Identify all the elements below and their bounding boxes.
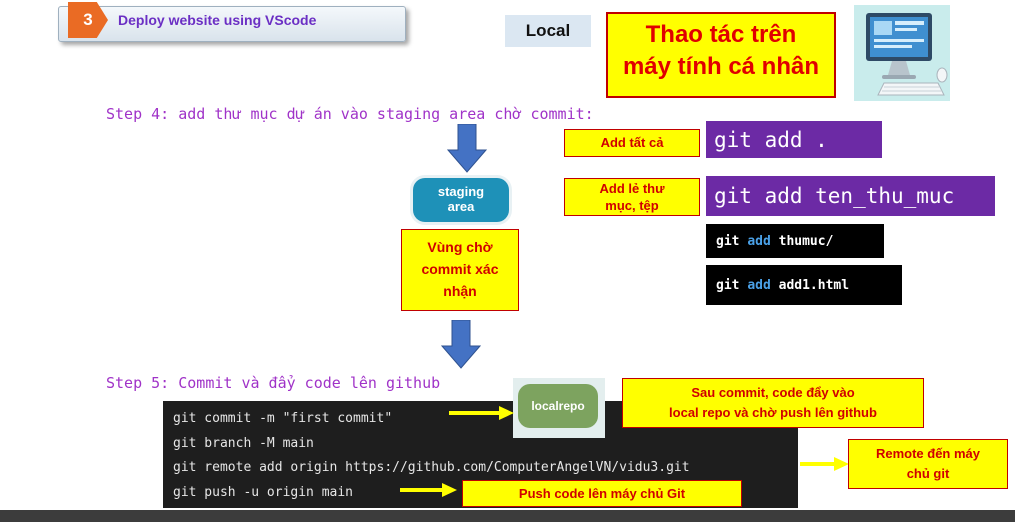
note-line-1: Thao tác trên (645, 21, 797, 48)
header-title: Deploy website using VScode (118, 12, 317, 28)
example-add-file: git add add1.html (706, 265, 902, 305)
local-label: Local (505, 15, 591, 47)
step-5-text: Step 5: Commit và đẩy code lên github (106, 374, 441, 392)
add-single-label-line-1: Add lẻ thư (599, 181, 665, 196)
code-line: git branch -M main (173, 435, 314, 451)
staging-area-node: staging area (413, 178, 509, 222)
staging-line-2: area (447, 199, 475, 214)
remote-note-line-2: chủ git (906, 466, 950, 481)
remote-note-line-1: Remote đến máy (875, 446, 981, 461)
staging-line-1: staging (437, 184, 485, 200)
localrepo-node: localrepo (518, 384, 598, 428)
git-add-folder-command: git add ten_thu_muc (706, 176, 995, 216)
personal-computer-note: Thao tác trên máy tính cá nhân (606, 12, 836, 98)
commit-note-line-1: Sau commit, code đẩy vào (691, 385, 855, 400)
note-line-2: máy tính cá nhân (622, 53, 820, 81)
down-arrow-icon (446, 123, 488, 179)
staging-note-line-3: nhận (443, 283, 477, 299)
example-add-keyword: add (747, 233, 771, 249)
code-line: git commit -m "first commit" (173, 411, 393, 426)
staging-area-note: Vùng chờ commit xác nhận (401, 229, 519, 311)
example-arg: add1.html (778, 277, 850, 293)
example-arg: thumuc/ (778, 233, 834, 249)
example-git: git (716, 233, 740, 249)
right-arrow-icon (400, 482, 458, 503)
example-add-keyword: add (747, 277, 771, 293)
staging-note-line-1: Vùng chờ (427, 239, 493, 255)
step-4-text: Step 4: add thư mục dự án vào staging ar… (106, 105, 594, 123)
code-line: git push -u origin main (173, 484, 354, 500)
remote-note: Remote đến máy chủ git (848, 439, 1008, 489)
staging-note-line-2: commit xác (421, 261, 499, 277)
right-arrow-icon (800, 456, 850, 477)
commit-note: Sau commit, code đẩy vào local repo và c… (622, 378, 924, 428)
add-all-label: Add tất cả (564, 129, 700, 157)
right-arrow-icon (449, 405, 515, 426)
git-add-all-command: git add . (706, 121, 882, 158)
example-add-folder: git add thumuc/ (706, 224, 884, 258)
header-bar (58, 6, 406, 42)
commit-note-line-2: local repo và chờ push lên github (669, 405, 877, 420)
footer-bar (0, 510, 1015, 522)
desktop-computer-icon (854, 5, 950, 101)
code-line: git remote add origin https://github.com… (173, 460, 690, 475)
push-note: Push code lên máy chủ Git (462, 480, 742, 507)
example-git: git (716, 277, 740, 293)
add-single-label-line-2: mục, tệp (605, 198, 659, 213)
add-single-label: Add lẻ thư mục, tệp (564, 178, 700, 216)
down-arrow-icon (440, 319, 482, 375)
